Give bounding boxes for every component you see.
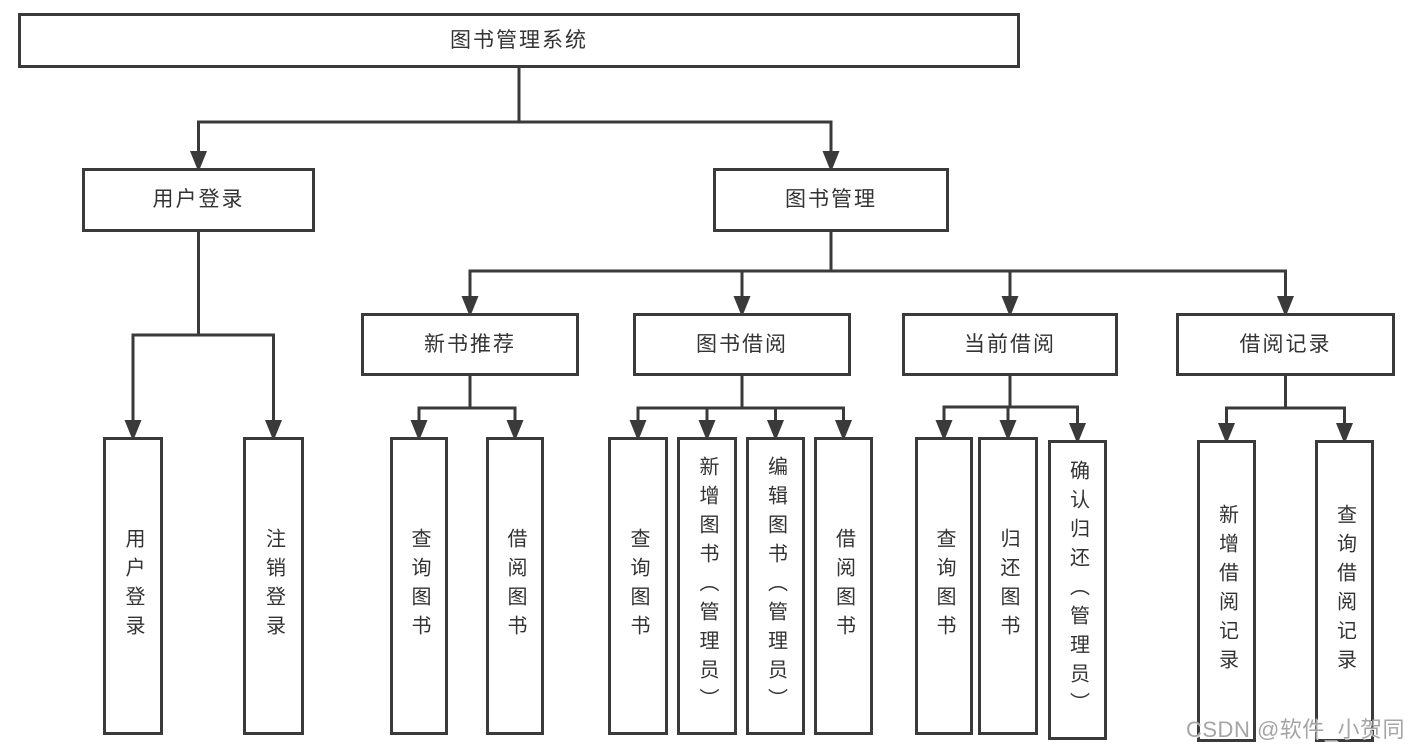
arrowhead-icon (835, 420, 852, 441)
arrowhead-icon (1218, 423, 1235, 444)
node-leaf-return-books: 归还图书 (978, 437, 1038, 735)
arrowhead-icon (410, 420, 428, 441)
node-label: 借阅图书 (832, 528, 855, 644)
node-label: 新增图书（管理员） (696, 455, 718, 717)
node-label: 注销登录 (262, 528, 285, 644)
arrowhead-icon (461, 296, 479, 317)
node-label: 图书管理系统 (450, 28, 588, 52)
node-label: 图书管理 (785, 188, 877, 212)
node-label: 编辑图书（管理员） (764, 455, 787, 717)
arrowhead-icon (629, 420, 647, 441)
node-user-login: 用户登录 (82, 168, 315, 232)
watermark: CSDN @软件_小贺同学 (1186, 717, 1405, 742)
arrowhead-icon (1001, 296, 1019, 317)
node-leaf-borrow-books-1: 借阅图书 (486, 437, 544, 735)
node-new-book-recommend: 新书推荐 (361, 313, 579, 376)
arrowhead-icon (698, 420, 716, 441)
arrowhead-icon (1336, 423, 1353, 444)
arrowhead-icon (265, 420, 282, 441)
arrowhead-icon (822, 151, 840, 172)
node-leaf-query-borrow-record: 查询借阅记录 (1315, 440, 1374, 742)
node-leaf-query-books-2: 查询图书 (608, 437, 668, 735)
node-label: 新书推荐 (424, 332, 516, 356)
node-label: 查询借阅记录 (1333, 504, 1356, 678)
arrowhead-icon (935, 420, 953, 441)
node-root: 图书管理系统 (18, 13, 1020, 68)
node-book-borrow: 图书借阅 (633, 313, 851, 376)
arrowhead-icon (124, 420, 142, 441)
node-leaf-add-books: 新增图书（管理员） (677, 437, 737, 735)
node-label: 查询图书 (408, 528, 430, 644)
node-leaf-user-login: 用户登录 (103, 437, 163, 735)
node-leaf-logout: 注销登录 (243, 437, 304, 735)
node-label: 当前借阅 (964, 332, 1056, 356)
node-current-borrow: 当前借阅 (902, 313, 1118, 376)
node-label: 新增借阅记录 (1215, 504, 1238, 678)
node-label: 借阅记录 (1239, 332, 1332, 356)
node-label: 图书借阅 (696, 332, 788, 356)
node-label: 查询图书 (627, 528, 649, 644)
node-label: 确认归还（管理员） (1066, 459, 1089, 721)
node-label: 借阅图书 (504, 528, 526, 644)
node-leaf-query-books-3: 查询图书 (915, 437, 973, 735)
node-leaf-edit-books: 编辑图书（管理员） (746, 437, 805, 735)
arrowhead-icon (999, 420, 1017, 441)
node-label: 查询图书 (933, 528, 955, 644)
node-label: 归还图书 (997, 528, 1019, 644)
node-book-management: 图书管理 (713, 168, 949, 232)
arrowhead-icon (506, 420, 524, 441)
arrowhead-icon (190, 151, 207, 172)
node-leaf-query-books-1: 查询图书 (390, 437, 448, 735)
node-label: 用户登录 (122, 528, 144, 644)
arrowhead-icon (767, 420, 784, 441)
arrowhead-icon (733, 296, 751, 317)
arrowhead-icon (1069, 423, 1086, 444)
node-leaf-confirm-return: 确认归还（管理员） (1048, 440, 1107, 740)
arrowhead-icon (1277, 296, 1294, 317)
node-borrow-records: 借阅记录 (1176, 313, 1395, 376)
node-label: 用户登录 (152, 188, 245, 212)
node-leaf-add-borrow-record: 新增借阅记录 (1197, 440, 1256, 742)
node-leaf-borrow-books-2: 借阅图书 (814, 437, 873, 735)
